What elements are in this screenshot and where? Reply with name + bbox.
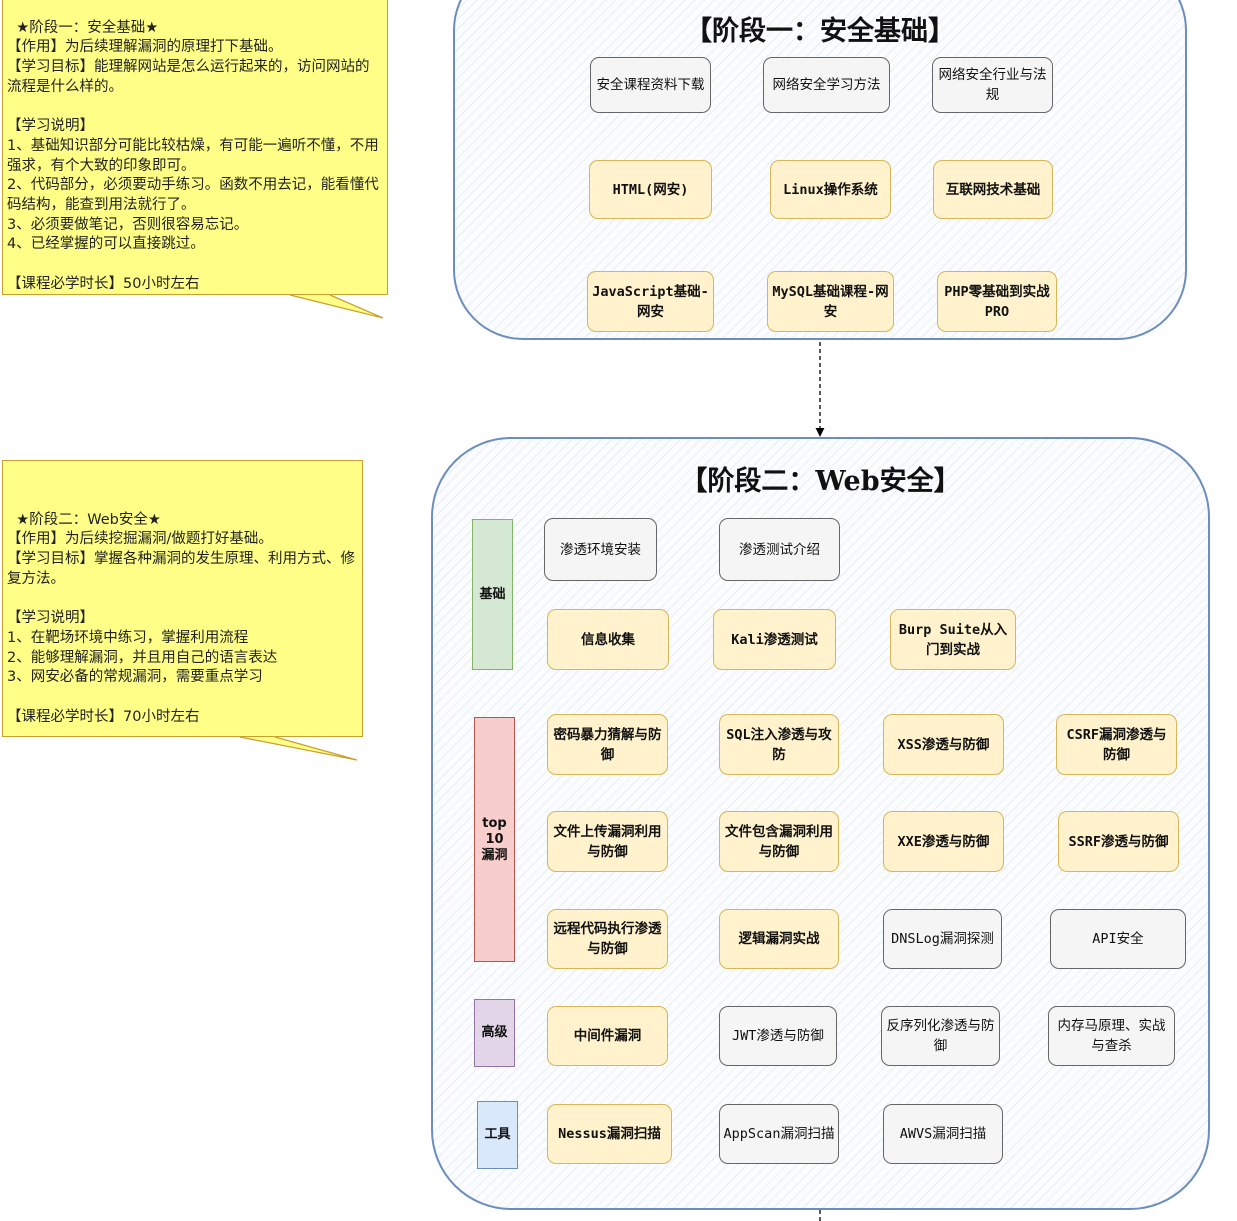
node-xss[interactable]: XSS渗透与防御 (883, 714, 1004, 775)
node-php[interactable]: PHP零基础到实战PRO (937, 271, 1057, 332)
node-appscan[interactable]: AppScan漏洞扫描 (719, 1104, 839, 1164)
node-course-materials[interactable]: 安全课程资料下载 (590, 57, 711, 113)
node-deserialization[interactable]: 反序列化渗透与防御 (881, 1006, 1000, 1066)
node-file-upload[interactable]: 文件上传漏洞利用与防御 (547, 811, 668, 872)
note-stage1: ★阶段一：安全基础★ 【作用】为后续理解漏洞的原理打下基础。 【学习目标】能理解… (2, 0, 388, 295)
node-pentest-intro[interactable]: 渗透测试介绍 (719, 518, 840, 581)
node-javascript[interactable]: JavaScript基础-网安 (587, 271, 714, 332)
node-burp-suite[interactable]: Burp Suite从入门到实战 (890, 609, 1016, 670)
stage1-title: 【阶段一：安全基础】 (685, 16, 955, 47)
node-internet-basics[interactable]: 互联网技术基础 (933, 160, 1053, 219)
note-tail-stage2 (239, 736, 358, 761)
node-xxe[interactable]: XXE渗透与防御 (883, 811, 1004, 872)
stage2-title: 【阶段二：Web安全】 (680, 466, 961, 497)
node-mysql[interactable]: MySQL基础课程-网安 (767, 271, 894, 332)
category-basics: 基础 (472, 519, 513, 670)
note-stage2-text: ★阶段二：Web安全★ 【作用】为后续挖掘漏洞/做题打好基础。 【学习目标】掌握… (7, 511, 355, 725)
node-password-bruteforce[interactable]: 密码暴力猜解与防御 (547, 714, 668, 775)
node-learning-method[interactable]: 网络安全学习方法 (763, 57, 890, 113)
note-stage2: ★阶段二：Web安全★ 【作用】为后续挖掘漏洞/做题打好基础。 【学习目标】掌握… (2, 460, 363, 737)
node-csrf[interactable]: CSRF漏洞渗透与防御 (1056, 714, 1177, 775)
node-rce[interactable]: 远程代码执行渗透与防御 (547, 909, 668, 969)
node-sql-injection[interactable]: SQL注入渗透与攻防 (719, 714, 839, 775)
category-top10: top 10 漏洞 (474, 717, 515, 962)
node-kali[interactable]: Kali渗透测试 (713, 609, 836, 670)
node-file-include[interactable]: 文件包含漏洞利用与防御 (719, 811, 839, 872)
category-advanced: 高级 (474, 999, 515, 1067)
node-awvs[interactable]: AWVS漏洞扫描 (883, 1104, 1003, 1164)
node-linux[interactable]: Linux操作系统 (770, 160, 891, 219)
node-api-security[interactable]: API安全 (1050, 909, 1186, 969)
node-pentest-env[interactable]: 渗透环境安装 (544, 518, 657, 581)
node-middleware[interactable]: 中间件漏洞 (547, 1006, 668, 1066)
node-jwt[interactable]: JWT渗透与防御 (719, 1006, 837, 1066)
node-ssrf[interactable]: SSRF渗透与防御 (1058, 811, 1179, 872)
note-tail-stage1 (289, 294, 384, 319)
note-stage1-text: ★阶段一：安全基础★ 【作用】为后续理解漏洞的原理打下基础。 【学习目标】能理解… (7, 19, 379, 292)
node-info-gathering[interactable]: 信息收集 (547, 609, 669, 670)
node-dnslog[interactable]: DNSLog漏洞探测 (883, 909, 1002, 969)
node-html[interactable]: HTML(网安) (589, 160, 712, 219)
node-memory-shell[interactable]: 内存马原理、实战与查杀 (1048, 1006, 1175, 1066)
node-logic-flaw[interactable]: 逻辑漏洞实战 (719, 909, 839, 969)
node-industry-regulations[interactable]: 网络安全行业与法规 (932, 57, 1053, 113)
category-tools: 工具 (477, 1101, 518, 1169)
node-nessus[interactable]: Nessus漏洞扫描 (547, 1104, 672, 1164)
